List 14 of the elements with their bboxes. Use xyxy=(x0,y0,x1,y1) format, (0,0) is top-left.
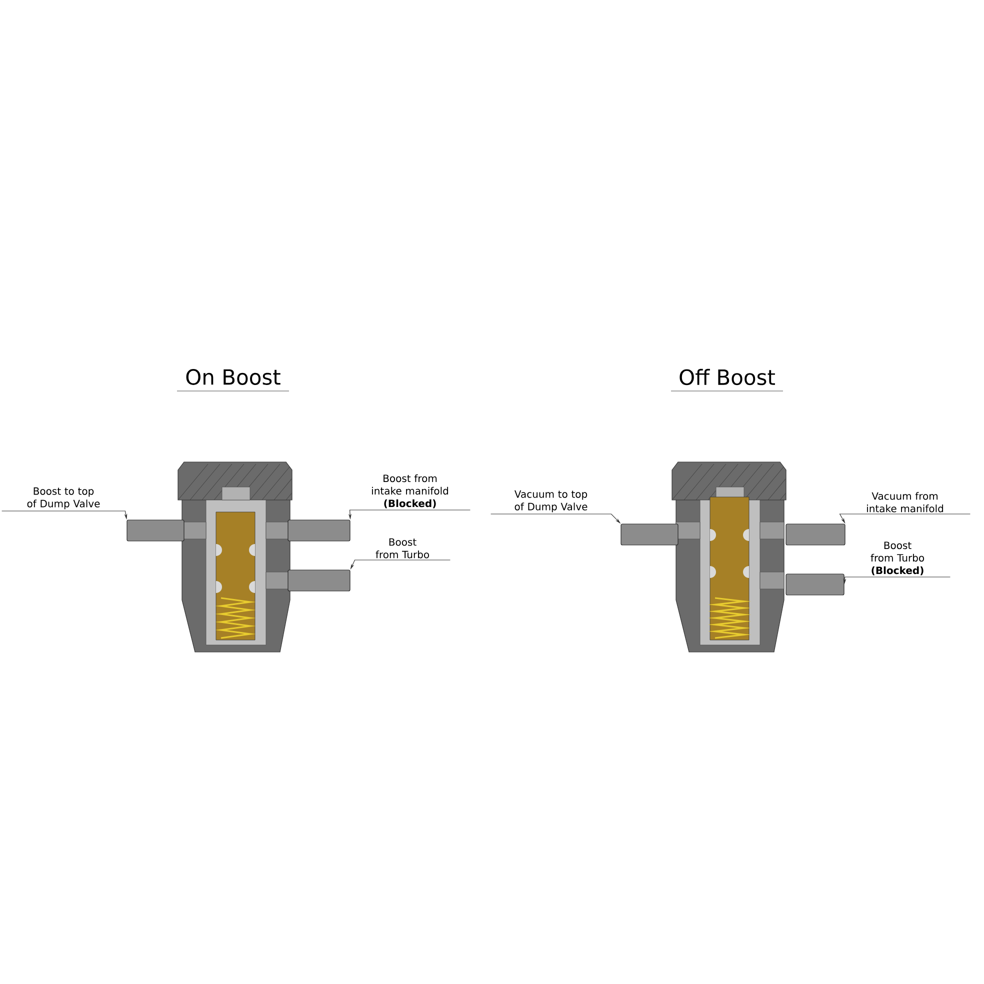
callout-text: Boost from Turbo (Blocked) xyxy=(870,542,924,576)
hose-barb xyxy=(786,574,844,596)
hose-barb xyxy=(786,524,846,546)
callout-text: Vacuum from intake manifold xyxy=(867,492,944,512)
hose-barb xyxy=(126,520,184,542)
heading: On Boost xyxy=(186,369,280,385)
callout-text: Vacuum to top of Dump Valve xyxy=(514,490,588,512)
hose-barb xyxy=(620,524,678,546)
callout-text: Boost to top of Dump Valve xyxy=(27,487,100,510)
hose-barb xyxy=(288,520,350,542)
heading: Off Boost xyxy=(680,368,775,386)
callout-text: Boost from intake manifold (Blocked) xyxy=(372,474,448,508)
callout-text: Boost from Turbo xyxy=(376,538,430,558)
hose-barb xyxy=(288,570,350,592)
